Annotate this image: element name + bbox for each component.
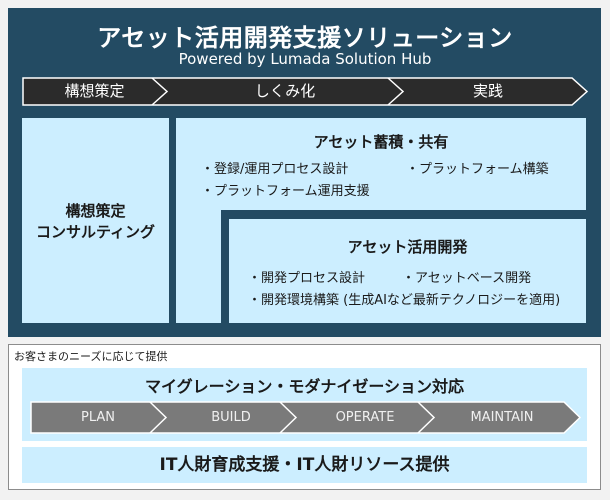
chevron-divider-icon: [149, 401, 168, 434]
asset-accumulation-title: アセット蓄積・共有: [313, 133, 449, 151]
talent-title: IT人財育成支援・IT人財リソース提供: [159, 455, 450, 475]
phase-arrow-shape: [22, 77, 589, 106]
phase-concept: 構想策定: [64, 82, 125, 100]
phase-arrow-bar: 構想策定 しくみ化 実践: [22, 77, 589, 106]
bullet-item: ・プラットフォーム運用支援: [201, 184, 370, 199]
bullet-item: ・登録/運用プロセス設計: [201, 162, 349, 177]
step-maintain: MAINTAIN: [470, 410, 534, 425]
talent-band: [22, 447, 587, 483]
consulting-label: 構想策定 コンサルティング: [22, 201, 169, 243]
chevron-divider-icon: [279, 401, 298, 434]
bullet-item: ・プラットフォーム構築: [406, 162, 549, 177]
chevron-divider-icon: [417, 401, 436, 434]
optional-services-caption: お客さまのニーズに応じて提供: [14, 350, 168, 363]
asset-development-box: [229, 219, 586, 323]
consulting-label-line1: 構想策定: [65, 202, 126, 220]
lifecycle-arrow-shape: [30, 401, 582, 434]
step-build: BUILD: [211, 410, 251, 425]
bullet-item: ・アセットベース開発: [402, 271, 532, 286]
bullet-item: ・開発プロセス設計: [248, 271, 366, 286]
phase-systemization: しくみ化: [254, 82, 316, 100]
chevron-divider-icon: [151, 77, 169, 106]
asset-development-title: アセット活用開発: [347, 238, 468, 256]
phase-practice: 実践: [472, 82, 503, 100]
page-subtitle: Powered by Lumada Solution Hub: [178, 50, 432, 68]
consulting-label-line2: コンサルティング: [35, 223, 156, 241]
migration-title: マイグレーション・モダナイゼーション対応: [144, 377, 465, 396]
step-operate: OPERATE: [335, 410, 395, 425]
bullet-item: ・開発環境構築 (生成AIなど最新テクノロジーを適用): [248, 293, 561, 308]
step-plan: PLAN: [81, 410, 115, 425]
consulting-box: [22, 118, 169, 323]
chevron-divider-icon: [387, 77, 405, 106]
page-title: アセット活用開発支援ソリューション: [97, 24, 513, 52]
lifecycle-arrow-bar: PLAN BUILD OPERATE MAINTAIN: [30, 401, 582, 434]
